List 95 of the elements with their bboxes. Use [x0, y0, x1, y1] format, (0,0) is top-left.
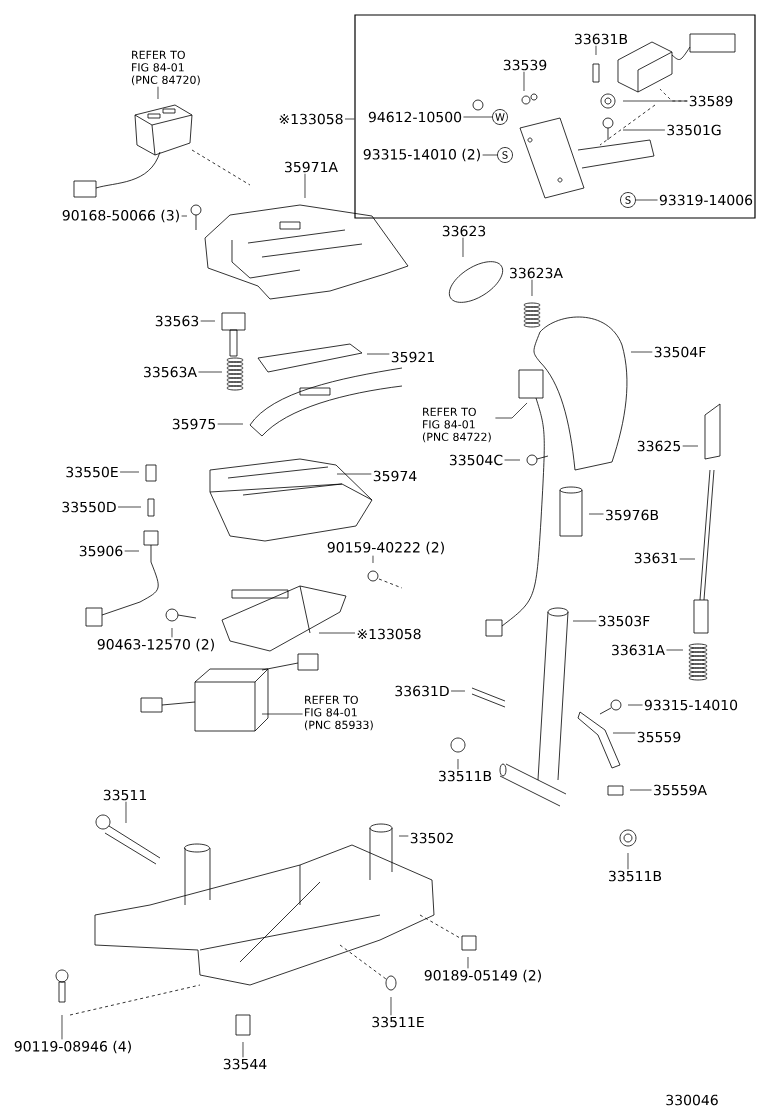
leader-line	[463, 116, 493, 118]
callout-number: 33504F	[654, 346, 706, 358]
leader-line	[181, 215, 188, 217]
leader-line	[398, 835, 409, 837]
callout-number: ※133058	[357, 628, 421, 640]
callout-number: 93315-14010	[644, 699, 738, 711]
callout-number: 33502	[410, 832, 453, 844]
callout-number: 33503F	[598, 615, 650, 627]
leader-line	[622, 129, 666, 131]
callout-number: 90119-08946 (4)	[14, 1040, 131, 1054]
callout-number: ※133058	[279, 113, 343, 125]
leader-line	[450, 690, 466, 692]
leader-line	[242, 1041, 244, 1058]
leader-line	[629, 789, 652, 791]
circled-letter: S	[620, 192, 636, 208]
leader-line	[666, 649, 684, 651]
callout-number: 35975	[172, 418, 216, 430]
callout-number: 90463-12570 (2)	[97, 638, 214, 652]
leader-line	[200, 320, 216, 322]
leader-line	[682, 445, 699, 447]
callout-number: 33511B	[439, 770, 492, 782]
callout-number: 33550E	[66, 466, 118, 478]
leader-line	[612, 732, 636, 734]
leader-line	[627, 704, 643, 706]
callout-number: 94612-10500	[368, 111, 462, 123]
leader-line	[157, 86, 159, 100]
leader-line	[495, 402, 528, 419]
leader-line	[198, 371, 223, 373]
leader-line	[336, 473, 372, 475]
callout-number: 33631B	[575, 33, 628, 45]
leader-line	[659, 88, 688, 102]
callout-number: 33623	[442, 225, 486, 237]
inset-frame	[354, 14, 756, 219]
leader-line	[318, 632, 356, 634]
callout-number: 93315-14010 (2)	[363, 148, 480, 162]
leader-line	[304, 173, 306, 199]
leader-line	[61, 1014, 63, 1040]
leader-line	[217, 423, 244, 425]
callout-number: 35974	[373, 470, 417, 482]
callout-number: 33504C	[449, 454, 503, 466]
callout-number: 33501G	[667, 124, 721, 136]
callout-number: 35906	[79, 545, 123, 557]
leader-line	[366, 353, 390, 355]
circled-letter: W	[492, 109, 508, 125]
leader-line	[523, 71, 525, 92]
callout-number: 33589	[689, 95, 733, 107]
callout-number: 33511E	[372, 1016, 424, 1028]
callout-number: 33563	[155, 315, 199, 327]
figure-number: 330046	[666, 1094, 718, 1106]
leader-line	[125, 801, 127, 824]
leader-line	[630, 351, 653, 353]
reference-note: REFER TO FIG 84-01 (PNC 85933)	[304, 695, 373, 731]
leader-line	[119, 471, 140, 473]
leader-line	[482, 154, 498, 156]
leader-line	[390, 996, 392, 1016]
callout-number: 90189-05149 (2)	[424, 969, 541, 983]
callout-number: 33511	[103, 789, 146, 801]
leader-line	[467, 956, 469, 969]
callout-number: 33550D	[62, 501, 116, 513]
callout-number: 35971A	[285, 161, 338, 173]
leader-line	[261, 713, 303, 715]
leader-line	[171, 627, 173, 638]
callout-number: 33544	[223, 1058, 267, 1070]
leader-line	[372, 555, 374, 564]
leader-line	[572, 620, 597, 622]
leader-line	[124, 550, 140, 552]
leader-line	[679, 558, 696, 560]
leader-line	[627, 852, 629, 870]
callout-number: 90159-40222 (2)	[327, 541, 444, 555]
leader-line	[635, 199, 658, 201]
callout-number: 35921	[391, 351, 434, 363]
reference-note: REFER TO FIG 84-01 (PNC 84722)	[422, 407, 491, 443]
reference-note: REFER TO FIG 84-01 (PNC 84720)	[131, 50, 200, 86]
callout-number: 90168-50066 (3)	[62, 209, 179, 223]
leader-line	[595, 45, 597, 56]
callout-number: 35559	[637, 731, 681, 743]
callout-number: 35976B	[606, 509, 659, 521]
callout-number: 33631	[634, 552, 677, 564]
callout-number: 33631A	[612, 644, 665, 656]
leader-line	[588, 513, 604, 515]
leader-line	[344, 118, 355, 120]
callout-number: 35559A	[654, 784, 707, 796]
callout-number: 93319-14006	[659, 194, 753, 206]
leader-line	[117, 506, 142, 508]
callout-number: 33539	[503, 59, 547, 71]
callout-number: 33625	[637, 440, 681, 452]
callout-number: 33511B	[609, 870, 662, 882]
leader-line	[504, 459, 521, 461]
leader-line	[457, 758, 459, 770]
leader-line	[462, 237, 464, 258]
callout-number: 33623A	[510, 267, 563, 279]
circled-letter: S	[497, 147, 513, 163]
callout-number: 33563A	[144, 366, 197, 378]
leader-line	[531, 279, 533, 297]
callout-number: 33631D	[395, 685, 449, 697]
